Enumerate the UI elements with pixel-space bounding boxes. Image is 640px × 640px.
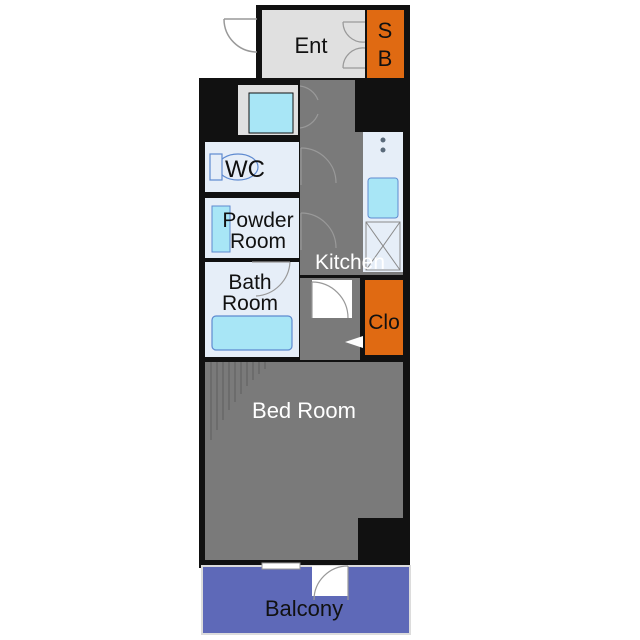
closet-label: Clo [368, 311, 400, 334]
kitchen-label: Kitchen [315, 251, 385, 274]
bed-room-wall-block [358, 518, 405, 563]
wc-door [300, 147, 337, 185]
balcony-label: Balcony [265, 596, 343, 621]
bath-room-door [252, 261, 291, 297]
hall-door-panel [312, 280, 352, 318]
balcony-window [261, 562, 301, 570]
stove-burner-icon-2 [380, 147, 386, 153]
washing-machine [248, 92, 294, 134]
bath-room-label-2: Room [222, 292, 278, 315]
bed-room-door [311, 281, 349, 319]
fridge-space-icon [365, 221, 401, 271]
balcony [201, 565, 411, 635]
powder-room-door [300, 212, 337, 250]
bath-drain-lines [210, 362, 266, 440]
closet [365, 280, 403, 355]
wc-label: WC [225, 156, 265, 183]
entrance-label: Ent [294, 33, 327, 58]
corridor-wall-block [355, 80, 405, 132]
laundry-door [299, 85, 319, 129]
toilet-tank-icon [209, 153, 223, 181]
shoe-box [367, 10, 404, 78]
balcony-door [313, 565, 349, 601]
kitchen-sink-icon [367, 177, 399, 219]
powder-room-label-2: Room [230, 230, 286, 253]
bath-room-label-1: Bath [228, 271, 271, 294]
shoe-box-label-b: B [378, 46, 393, 71]
closet-door-icon [345, 336, 363, 348]
bathtub-icon [211, 315, 293, 351]
powder-room-label-1: Powder [222, 209, 293, 232]
entrance-floor [262, 10, 365, 78]
shoe-box-doors [342, 21, 366, 69]
powder-sink-icon [211, 205, 231, 253]
shoe-box-label-s: S [378, 18, 393, 43]
entrance-door [223, 18, 258, 53]
bed-room-label: Bed Room [252, 398, 356, 423]
stove-burner-icon [380, 137, 386, 143]
